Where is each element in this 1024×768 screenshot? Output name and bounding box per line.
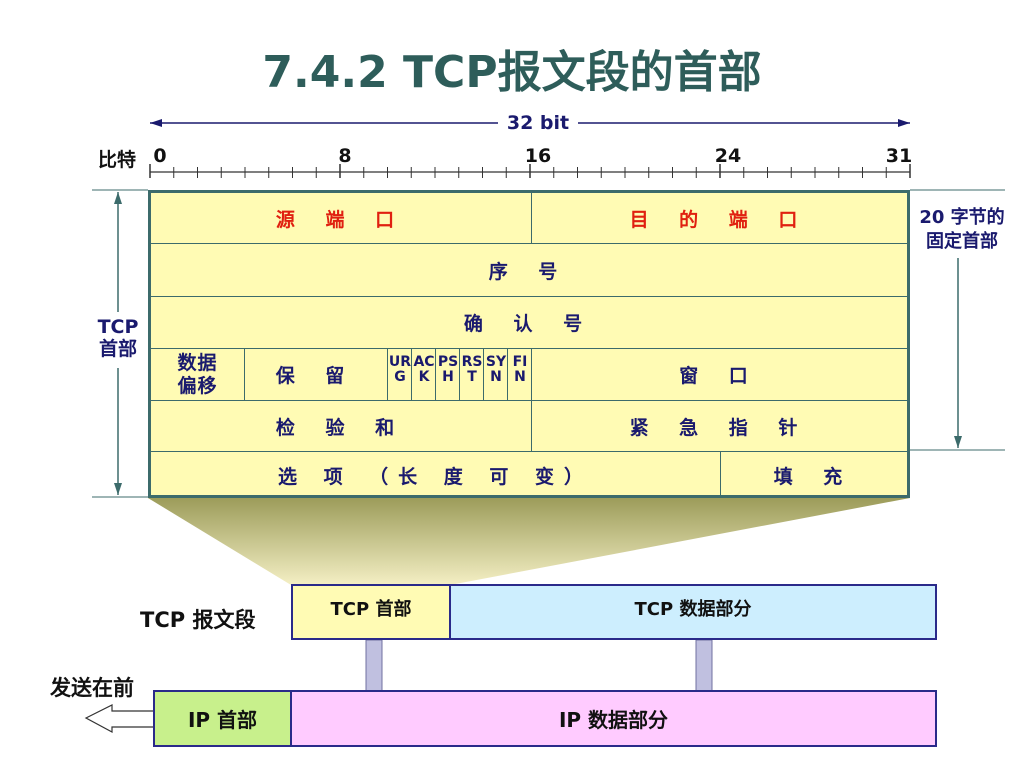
tick-label: 0 bbox=[153, 145, 167, 167]
tcp-header-format: 源 端 口 目 的 端 口 序 号 确 认 号 数据 偏移 保 留 URG AC… bbox=[148, 190, 910, 498]
padding-field: 填 充 bbox=[773, 465, 855, 488]
flag-ack: ACK bbox=[413, 354, 435, 385]
flag-rst: RST bbox=[461, 354, 483, 385]
data-offset-field: 数据 偏移 bbox=[177, 351, 218, 397]
flag-psh: PSH bbox=[437, 354, 459, 385]
arrow-down-icon bbox=[954, 436, 962, 448]
arrow-up-icon bbox=[114, 192, 122, 204]
tcp-segment-label: TCP 报文段 bbox=[140, 608, 256, 632]
fixed-header-side-label: 20 字节的 固定首部 bbox=[919, 207, 1005, 252]
options-field: 选 项 （长 度 可 变） bbox=[277, 465, 594, 488]
tick-label: 16 bbox=[524, 145, 552, 167]
tick-label: 31 bbox=[885, 145, 913, 167]
projection-shape bbox=[148, 498, 910, 585]
width-label: 32 bit bbox=[498, 112, 578, 134]
window-field: 窗 口 bbox=[679, 365, 760, 387]
arrow-right-icon bbox=[898, 119, 910, 127]
flag-fin: FIN bbox=[512, 354, 528, 385]
ack-number-field: 确 认 号 bbox=[463, 313, 595, 335]
ruler-ticks bbox=[149, 164, 911, 178]
flag-syn: SYN bbox=[485, 354, 507, 385]
sequence-number-field: 序 号 bbox=[488, 260, 570, 283]
arrow-left-icon bbox=[150, 119, 162, 127]
urgent-pointer-field: 紧 急 指 针 bbox=[629, 416, 810, 439]
destination-port-field: 目 的 端 口 bbox=[629, 208, 810, 231]
checksum-field: 检 验 和 bbox=[275, 416, 407, 439]
source-port-field: 源 端 口 bbox=[275, 208, 407, 231]
send-first-label: 发送在前 bbox=[50, 676, 134, 700]
tcp-segment-header: TCP 首部 bbox=[291, 584, 451, 640]
page-title: 7.4.2 TCP报文段的首部 bbox=[262, 47, 762, 98]
tcp-segment-data: TCP 数据部分 bbox=[449, 584, 937, 640]
arrow-down-icon bbox=[114, 483, 122, 495]
bits-label: 比特 bbox=[98, 149, 137, 171]
reserved-field: 保 留 bbox=[275, 365, 357, 387]
flag-urg: URG bbox=[388, 354, 412, 385]
tick-label: 8 bbox=[338, 145, 352, 167]
tick-label: 24 bbox=[714, 145, 742, 167]
ip-data: IP 数据部分 bbox=[290, 690, 937, 747]
send-first-arrow-icon bbox=[84, 704, 159, 734]
tcp-header-side-label: TCP 首部 bbox=[88, 316, 148, 360]
ip-header: IP 首部 bbox=[153, 690, 292, 747]
